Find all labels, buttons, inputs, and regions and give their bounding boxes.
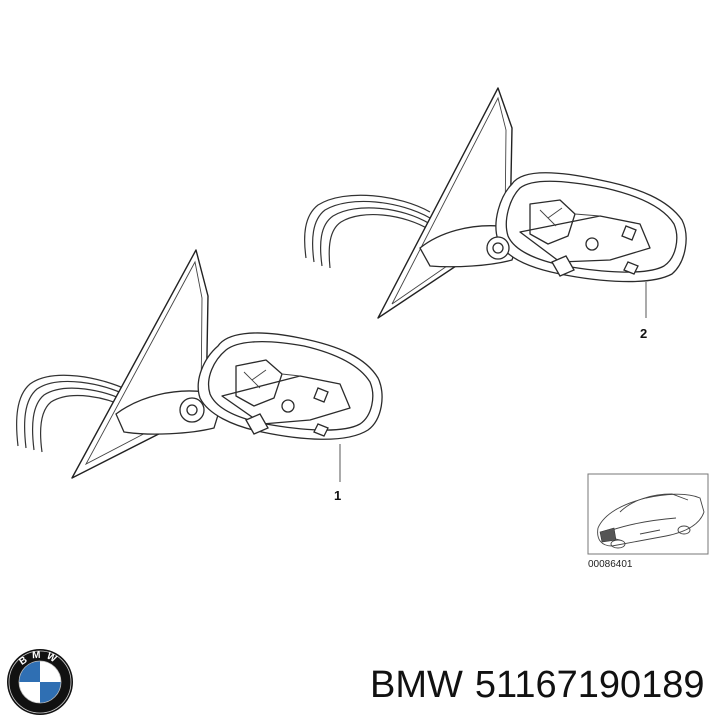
wiring-harness-2 xyxy=(304,194,431,269)
bmw-logo: BMW xyxy=(7,649,73,715)
mirror-housing-2 xyxy=(495,172,687,283)
mirror-housing-1 xyxy=(197,332,383,440)
part-number: 51167190189 xyxy=(474,664,705,706)
mirror-assembly-2 xyxy=(304,87,687,319)
brand-name: BMW xyxy=(370,664,463,706)
car-outline-icon xyxy=(597,493,705,549)
part-caption: BMW 51167190189 xyxy=(370,655,717,715)
mirror-glass-2 xyxy=(377,87,513,319)
reference-thumbnail: 00086401 xyxy=(587,473,709,570)
callout-1: 1 xyxy=(334,488,341,503)
image-reference-code: 00086401 xyxy=(588,559,633,570)
callout-2: 2 xyxy=(640,326,647,341)
mirror-assembly-1 xyxy=(16,249,383,482)
wiring-harness-1 xyxy=(16,374,133,453)
